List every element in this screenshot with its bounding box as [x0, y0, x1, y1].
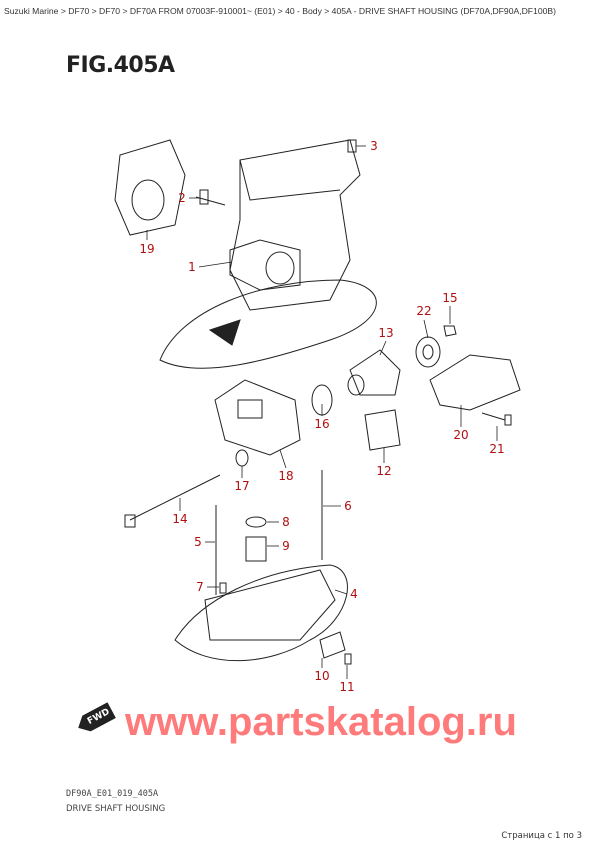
callout-18[interactable]: 18 [278, 469, 294, 483]
part-3 [347, 139, 357, 153]
callout-1[interactable]: 1 [188, 260, 196, 274]
callout-16[interactable]: 16 [314, 417, 330, 431]
watermark: www.partskatalog.ru [125, 700, 517, 744]
breadcrumb[interactable]: Suzuki Marine > DF70 > DF70 > DF70A FROM… [4, 6, 556, 16]
part-20 [429, 354, 521, 411]
figure-title: FIG.405A [66, 53, 175, 78]
callout-11[interactable]: 11 [339, 680, 355, 694]
part-17 [235, 449, 249, 467]
part-9 [245, 536, 267, 562]
part-upper-housing [159, 139, 377, 369]
part-13 [349, 349, 401, 396]
callout-3[interactable]: 3 [370, 139, 378, 153]
callout-14[interactable]: 14 [172, 512, 188, 526]
part-7 [219, 582, 227, 594]
callout-15[interactable]: 15 [442, 291, 458, 305]
callout-21[interactable]: 21 [489, 442, 505, 456]
callout-8[interactable]: 8 [282, 515, 290, 529]
callout-22[interactable]: 22 [416, 304, 432, 318]
callout-13[interactable]: 13 [378, 326, 394, 340]
callout-7[interactable]: 7 [196, 580, 204, 594]
part-15 [443, 325, 457, 337]
part-10 [319, 631, 346, 659]
part-2 [195, 189, 226, 206]
part-21 [481, 412, 512, 426]
part-12 [364, 409, 401, 451]
callout-9[interactable]: 9 [282, 539, 290, 553]
part-22 [415, 336, 441, 368]
part-11 [344, 653, 352, 665]
part-19 [114, 139, 186, 236]
callout-5[interactable]: 5 [194, 535, 202, 549]
callout-6[interactable]: 6 [344, 499, 352, 513]
diagram-caption: DRIVE SHAFT HOUSING [66, 804, 166, 814]
part-18 [214, 379, 301, 456]
part-14 [124, 474, 221, 528]
callout-12[interactable]: 12 [376, 464, 392, 478]
callout-10[interactable]: 10 [314, 669, 330, 683]
part-4 [174, 564, 348, 662]
callout-4[interactable]: 4 [350, 587, 358, 601]
callout-20[interactable]: 20 [453, 428, 469, 442]
pagination: Страница с 1 по 3 [501, 831, 582, 841]
part-8 [245, 516, 267, 528]
drawing-code: DF90A_E01_019_405A [66, 789, 159, 799]
callout-19[interactable]: 19 [139, 242, 155, 256]
callout-2[interactable]: 2 [178, 191, 186, 205]
callout-17[interactable]: 17 [234, 479, 250, 493]
